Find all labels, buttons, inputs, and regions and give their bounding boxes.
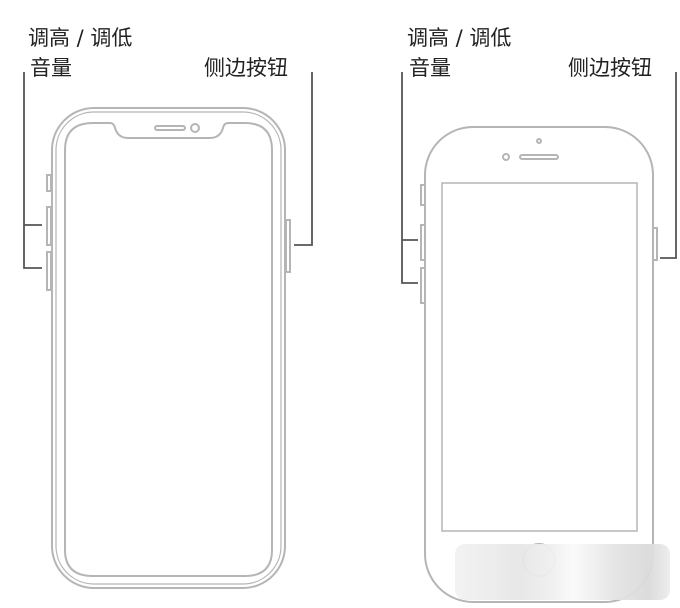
right-phone-body [424,126,654,603]
left-volume-label-line1: 调高 / 调低 [28,26,133,50]
left-volume-bracket [23,72,42,269]
left-volume-up-button [46,206,52,246]
right-volume-up-button [420,224,426,261]
right-volume-bracket [401,72,418,284]
left-mute-switch [46,174,52,192]
left-side-bracket [294,72,313,246]
left-phone-body [51,107,286,589]
left-volume-label-line2: 音量 [30,56,72,80]
homebutton-iphone [420,126,658,603]
right-side-bracket [660,72,677,259]
left-side-button [285,219,291,273]
right-side-button [652,227,658,261]
right-mute-switch [420,184,426,206]
watermark-blur [455,544,670,600]
right-volume-label-line1: 调高 / 调低 [407,26,512,50]
right-side-button-label: 侧边按钮 [568,56,652,80]
left-volume-down-button [46,251,52,291]
right-sensor-icon [536,138,542,144]
faceid-iphone [46,107,291,589]
left-camera-icon [190,123,200,133]
right-volume-label-line2: 音量 [409,56,451,80]
left-speaker-icon [154,125,186,131]
right-speaker-icon [519,154,559,160]
left-side-button-label: 侧边按钮 [204,56,288,80]
left-phone-screen-notch [64,122,273,577]
right-phone-screen [441,182,638,532]
right-volume-down-button [420,267,426,304]
left-phone-inner-bezel [55,111,282,585]
right-camera-icon [502,153,510,161]
